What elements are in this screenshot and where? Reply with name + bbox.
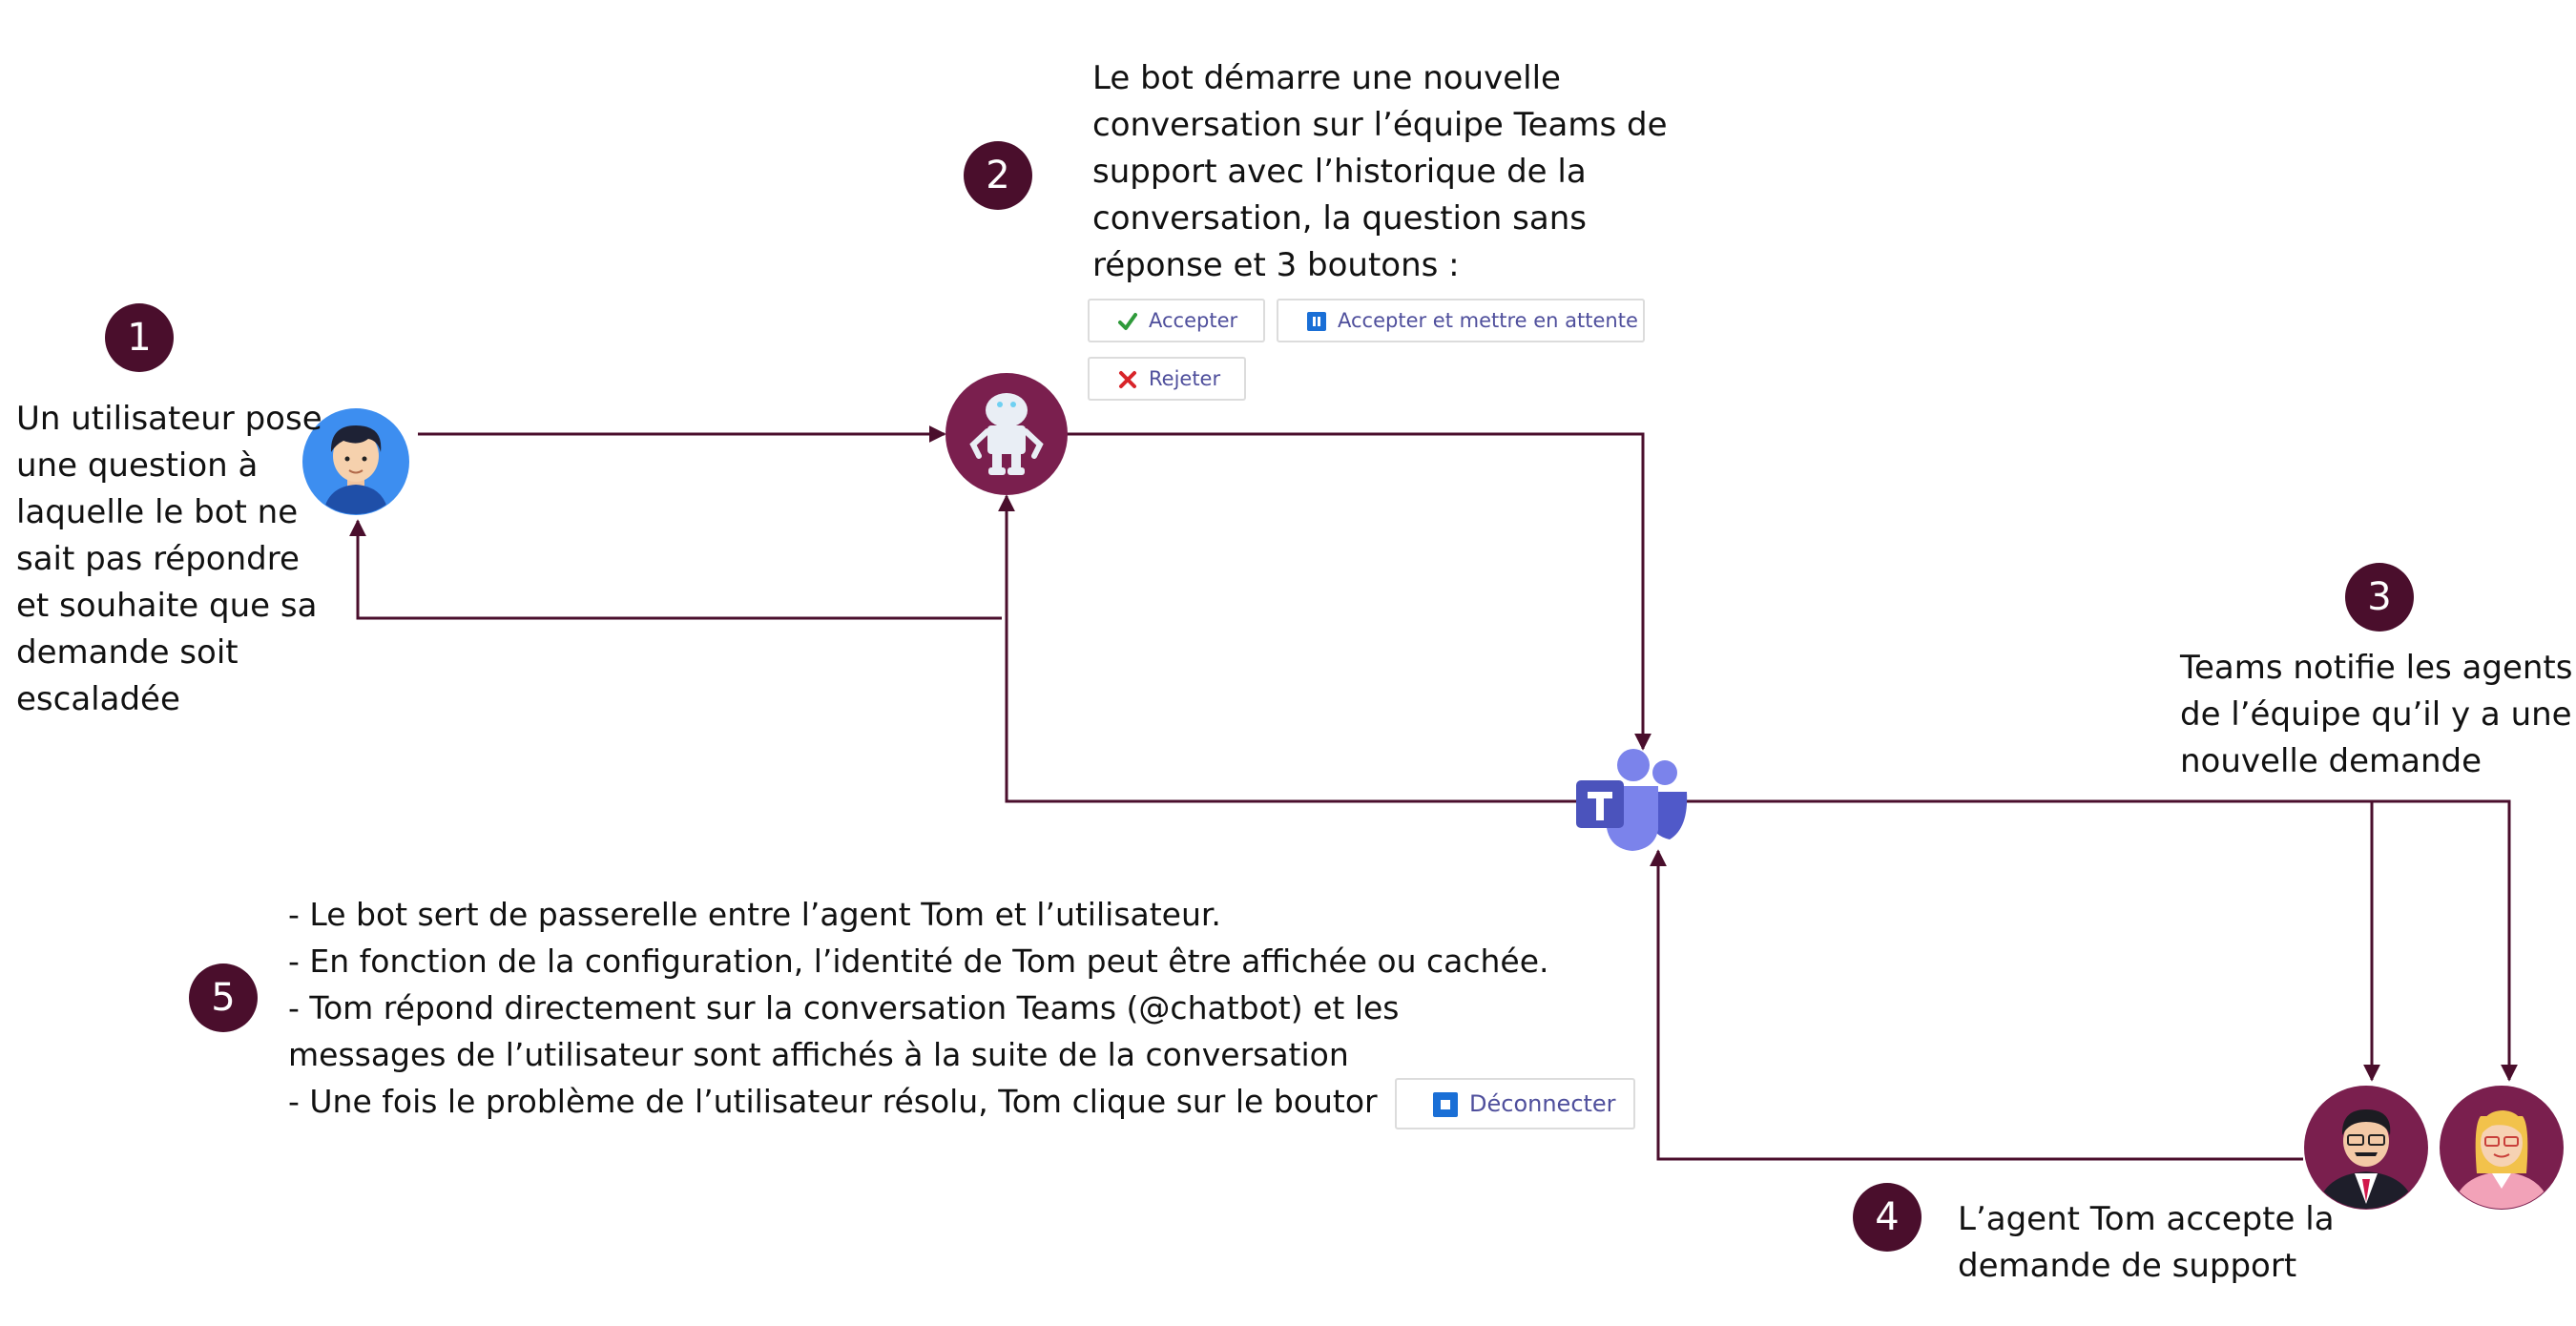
accept-button-label: Accepter <box>1149 309 1238 332</box>
step-4-badge: 4 <box>1853 1183 1922 1252</box>
arrow-bot-to-teams <box>1067 432 1652 751</box>
step-2-badge: 2 <box>964 141 1032 210</box>
step-1-badge: 1 <box>105 303 174 372</box>
step-5-text: - Le bot sert de passerelle entre l’agen… <box>288 896 1549 1120</box>
user-avatar-icon <box>302 408 409 515</box>
step-3-text: Teams notifie les agents de l’équipe qu’… <box>2180 649 2573 780</box>
stop-icon <box>1433 1092 1458 1117</box>
disconnect-button-label: Déconnecter <box>1469 1090 1616 1117</box>
arrow-bot-to-user <box>349 519 1002 620</box>
disconnect-button[interactable]: Déconnecter <box>1395 1078 1635 1129</box>
connectors <box>349 425 2518 1161</box>
arrow-teams-to-bot <box>998 494 1579 803</box>
step-4-text: L’agent Tom accepte la demande de suppor… <box>1958 1200 2335 1285</box>
robot-icon <box>945 373 1068 495</box>
step-5-badge: 5 <box>189 963 258 1032</box>
step-2-text: Le bot démarre une nouvelle conversation… <box>1092 59 1668 284</box>
step-3-badge: 3 <box>2345 563 2414 632</box>
check-icon <box>1118 313 1137 330</box>
reject-button[interactable]: Rejeter <box>1088 357 1246 401</box>
reject-button-label: Rejeter <box>1149 367 1221 390</box>
arrow-agent-to-teams <box>1650 849 2303 1161</box>
agent-female-avatar-icon <box>2440 1086 2564 1210</box>
step-1-text: Un utilisateur pose une question à laque… <box>16 400 322 718</box>
accept-button[interactable]: Accepter <box>1088 299 1265 342</box>
pause-icon <box>1307 312 1326 331</box>
microsoft-teams-icon <box>1576 749 1688 851</box>
close-icon <box>1119 371 1136 388</box>
arrow-teams-to-agents <box>1679 799 2518 1082</box>
accept-and-hold-button[interactable]: Accepter et mettre en attente <box>1277 299 1645 342</box>
accept-and-hold-button-label: Accepter et mettre en attente <box>1338 309 1638 332</box>
